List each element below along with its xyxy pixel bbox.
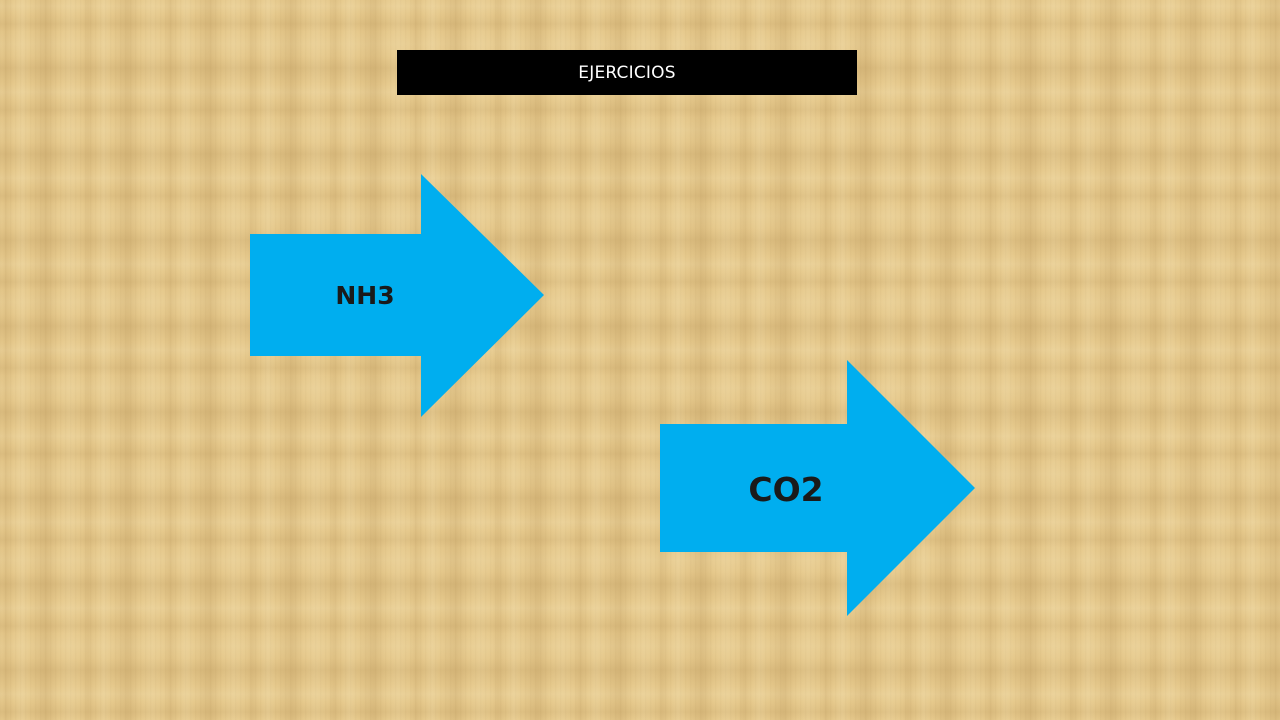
arrow-co2-shape [660,360,975,616]
arrow-co2: CO2 [660,360,975,616]
arrow-co2-label: CO2 [748,469,824,509]
arrow-nh3-label: NH3 [335,280,395,310]
arrow-nh3: NH3 [250,174,544,417]
title-text: EJERCICIOS [578,62,676,83]
title-banner: EJERCICIOS [397,50,857,95]
arrow-nh3-shape [250,174,544,417]
